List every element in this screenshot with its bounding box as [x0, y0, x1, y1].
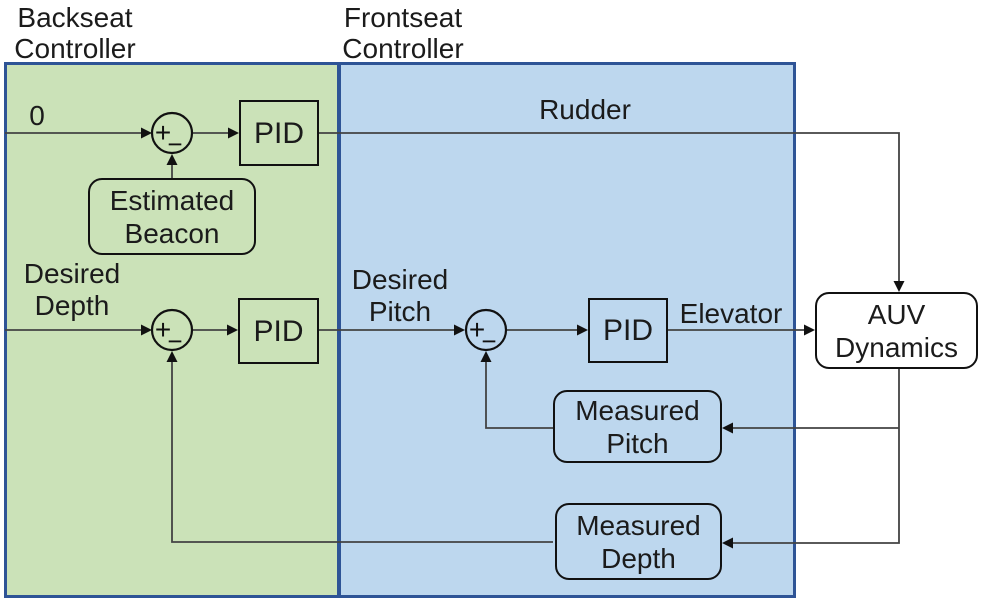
backseat-title-line2: Controller — [14, 33, 136, 64]
elevator-label: Elevator — [679, 298, 783, 329]
zero-input-label: 0 — [29, 100, 45, 131]
measured-depth-line1: Measured — [576, 509, 701, 541]
desired-pitch-label: Desired Pitch — [335, 264, 465, 328]
auv-dynamics-block: AUV Dynamics — [815, 292, 978, 369]
frontseat-title-line2: Controller — [342, 33, 464, 64]
desired-pitch-line1: Desired — [351, 264, 449, 295]
auv-dynamics-line1: AUV — [867, 298, 926, 330]
estimated-beacon-line2: Beacon — [124, 217, 220, 249]
measured-depth-line2: Depth — [601, 542, 676, 574]
pid-heading-label: PID — [253, 116, 304, 150]
pid-pitch-label: PID — [602, 314, 653, 347]
estimated-beacon-block: Estimated Beacon — [88, 178, 256, 255]
pid-depth-label: PID — [253, 314, 304, 348]
pid-heading-block: PID — [239, 100, 319, 166]
frontseat-title-line1: Frontseat — [343, 2, 463, 33]
measured-depth-block: Measured Depth — [555, 503, 722, 580]
measured-pitch-line1: Measured — [575, 394, 700, 426]
desired-pitch-line2: Pitch — [368, 296, 432, 327]
desired-depth-line1: Desired — [23, 258, 121, 289]
measured-pitch-block: Measured Pitch — [553, 390, 722, 463]
frontseat-controller-title: Frontseat Controller — [338, 2, 468, 64]
desired-depth-label: Desired Depth — [7, 258, 137, 322]
pid-depth-block: PID — [238, 298, 319, 364]
estimated-beacon-line1: Estimated — [109, 184, 235, 216]
rudder-label: Rudder — [539, 94, 631, 125]
backseat-title-line1: Backseat — [17, 2, 133, 33]
backseat-controller-title: Backseat Controller — [0, 2, 150, 64]
auv-dynamics-line2: Dynamics — [835, 331, 958, 363]
measured-pitch-line2: Pitch — [606, 427, 669, 459]
desired-depth-line2: Depth — [34, 290, 110, 321]
pid-pitch-block: PID — [588, 298, 668, 363]
